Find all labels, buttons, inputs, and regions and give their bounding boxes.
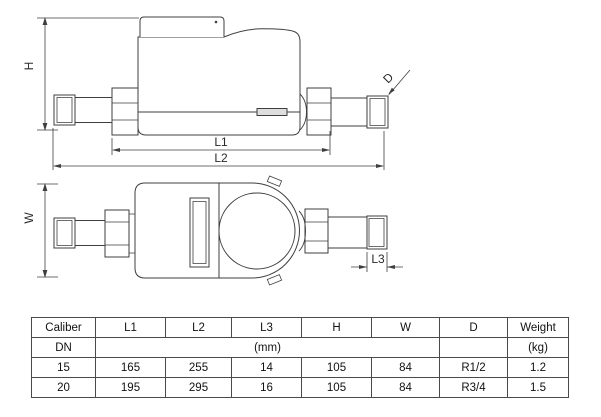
- cell-l3: 16: [231, 377, 302, 398]
- top-meter-body: [135, 176, 306, 285]
- header-l3: L3: [231, 317, 302, 338]
- cell-d: R3/4: [439, 377, 508, 398]
- cell-weight: 1.5: [507, 377, 569, 398]
- top-left-nut: [105, 210, 136, 257]
- dimension-l3: L3: [351, 252, 403, 272]
- dimension-l1: L1: [112, 131, 330, 155]
- cell-h: 105: [301, 377, 372, 398]
- header-h: H: [301, 317, 372, 338]
- dimension-label-l1: L1: [214, 135, 228, 149]
- display-window: [190, 198, 209, 267]
- cell-l3: 14: [231, 357, 302, 378]
- side-left-nut: [112, 88, 138, 135]
- cell-l1: 165: [95, 357, 166, 378]
- dimension-label-w: W: [22, 212, 36, 224]
- unit-cell-kg: (kg): [507, 337, 569, 358]
- lid-hinge-tab-top: [267, 176, 281, 186]
- side-view-drawing: H: [22, 17, 410, 170]
- header-weight: Weight: [507, 317, 569, 338]
- side-left-tailpiece: [54, 95, 112, 125]
- dimension-label-d: D: [380, 70, 396, 86]
- dimension-w: W: [22, 183, 58, 278]
- dimension-label-l2: L2: [214, 151, 228, 165]
- cell-w: 84: [371, 357, 440, 378]
- top-left-tailpiece: [54, 218, 105, 248]
- dimension-label-h: H: [22, 62, 36, 71]
- table-header-row: Caliber L1 L2 L3 H W D Weight: [31, 317, 569, 338]
- cell-l1: 195: [95, 377, 166, 398]
- dimension-h: H: [22, 17, 139, 131]
- header-l1: L1: [95, 317, 166, 338]
- lid-pin-dot: [214, 20, 218, 24]
- lid-hinge-tab-bottom: [267, 275, 281, 285]
- table-row: 20 195 295 16 105 84 R3/4 1.5: [31, 377, 569, 398]
- cell-w: 84: [371, 377, 440, 398]
- dimension-label-l3: L3: [371, 252, 385, 266]
- unit-cell-dn: DN: [31, 337, 96, 358]
- unit-cell-d-empty: [439, 337, 508, 358]
- spec-table: Caliber L1 L2 L3 H W D Weight DN (mm) (k…: [31, 317, 569, 398]
- top-right-tailpiece: [328, 216, 387, 249]
- cell-d: R1/2: [439, 357, 508, 378]
- cell-caliber: 20: [31, 377, 96, 398]
- cell-weight: 1.2: [507, 357, 569, 378]
- cell-l2: 255: [165, 357, 232, 378]
- unit-cell-mm: (mm): [95, 337, 440, 358]
- top-right-nut: [305, 209, 328, 253]
- top-view-drawing: W: [22, 176, 403, 285]
- cell-l2: 295: [165, 377, 232, 398]
- dimension-l2: L2: [53, 128, 384, 170]
- header-l2: L2: [165, 317, 232, 338]
- table-row: 15 165 255 14 105 84 R1/2 1.2: [31, 357, 569, 378]
- dimension-d: D: [380, 70, 410, 95]
- cell-caliber: 15: [31, 357, 96, 378]
- table-unit-row: DN (mm) (kg): [31, 337, 569, 358]
- side-meter-body: [138, 17, 307, 135]
- technical-drawing: H: [22, 0, 601, 310]
- header-d: D: [439, 317, 508, 338]
- body-seal-label: [257, 109, 287, 116]
- register-dial: [219, 193, 295, 269]
- side-right-nut: [307, 88, 331, 135]
- header-w: W: [371, 317, 440, 338]
- cell-h: 105: [301, 357, 372, 378]
- header-caliber: Caliber: [31, 317, 96, 338]
- side-right-tailpiece: [331, 96, 388, 128]
